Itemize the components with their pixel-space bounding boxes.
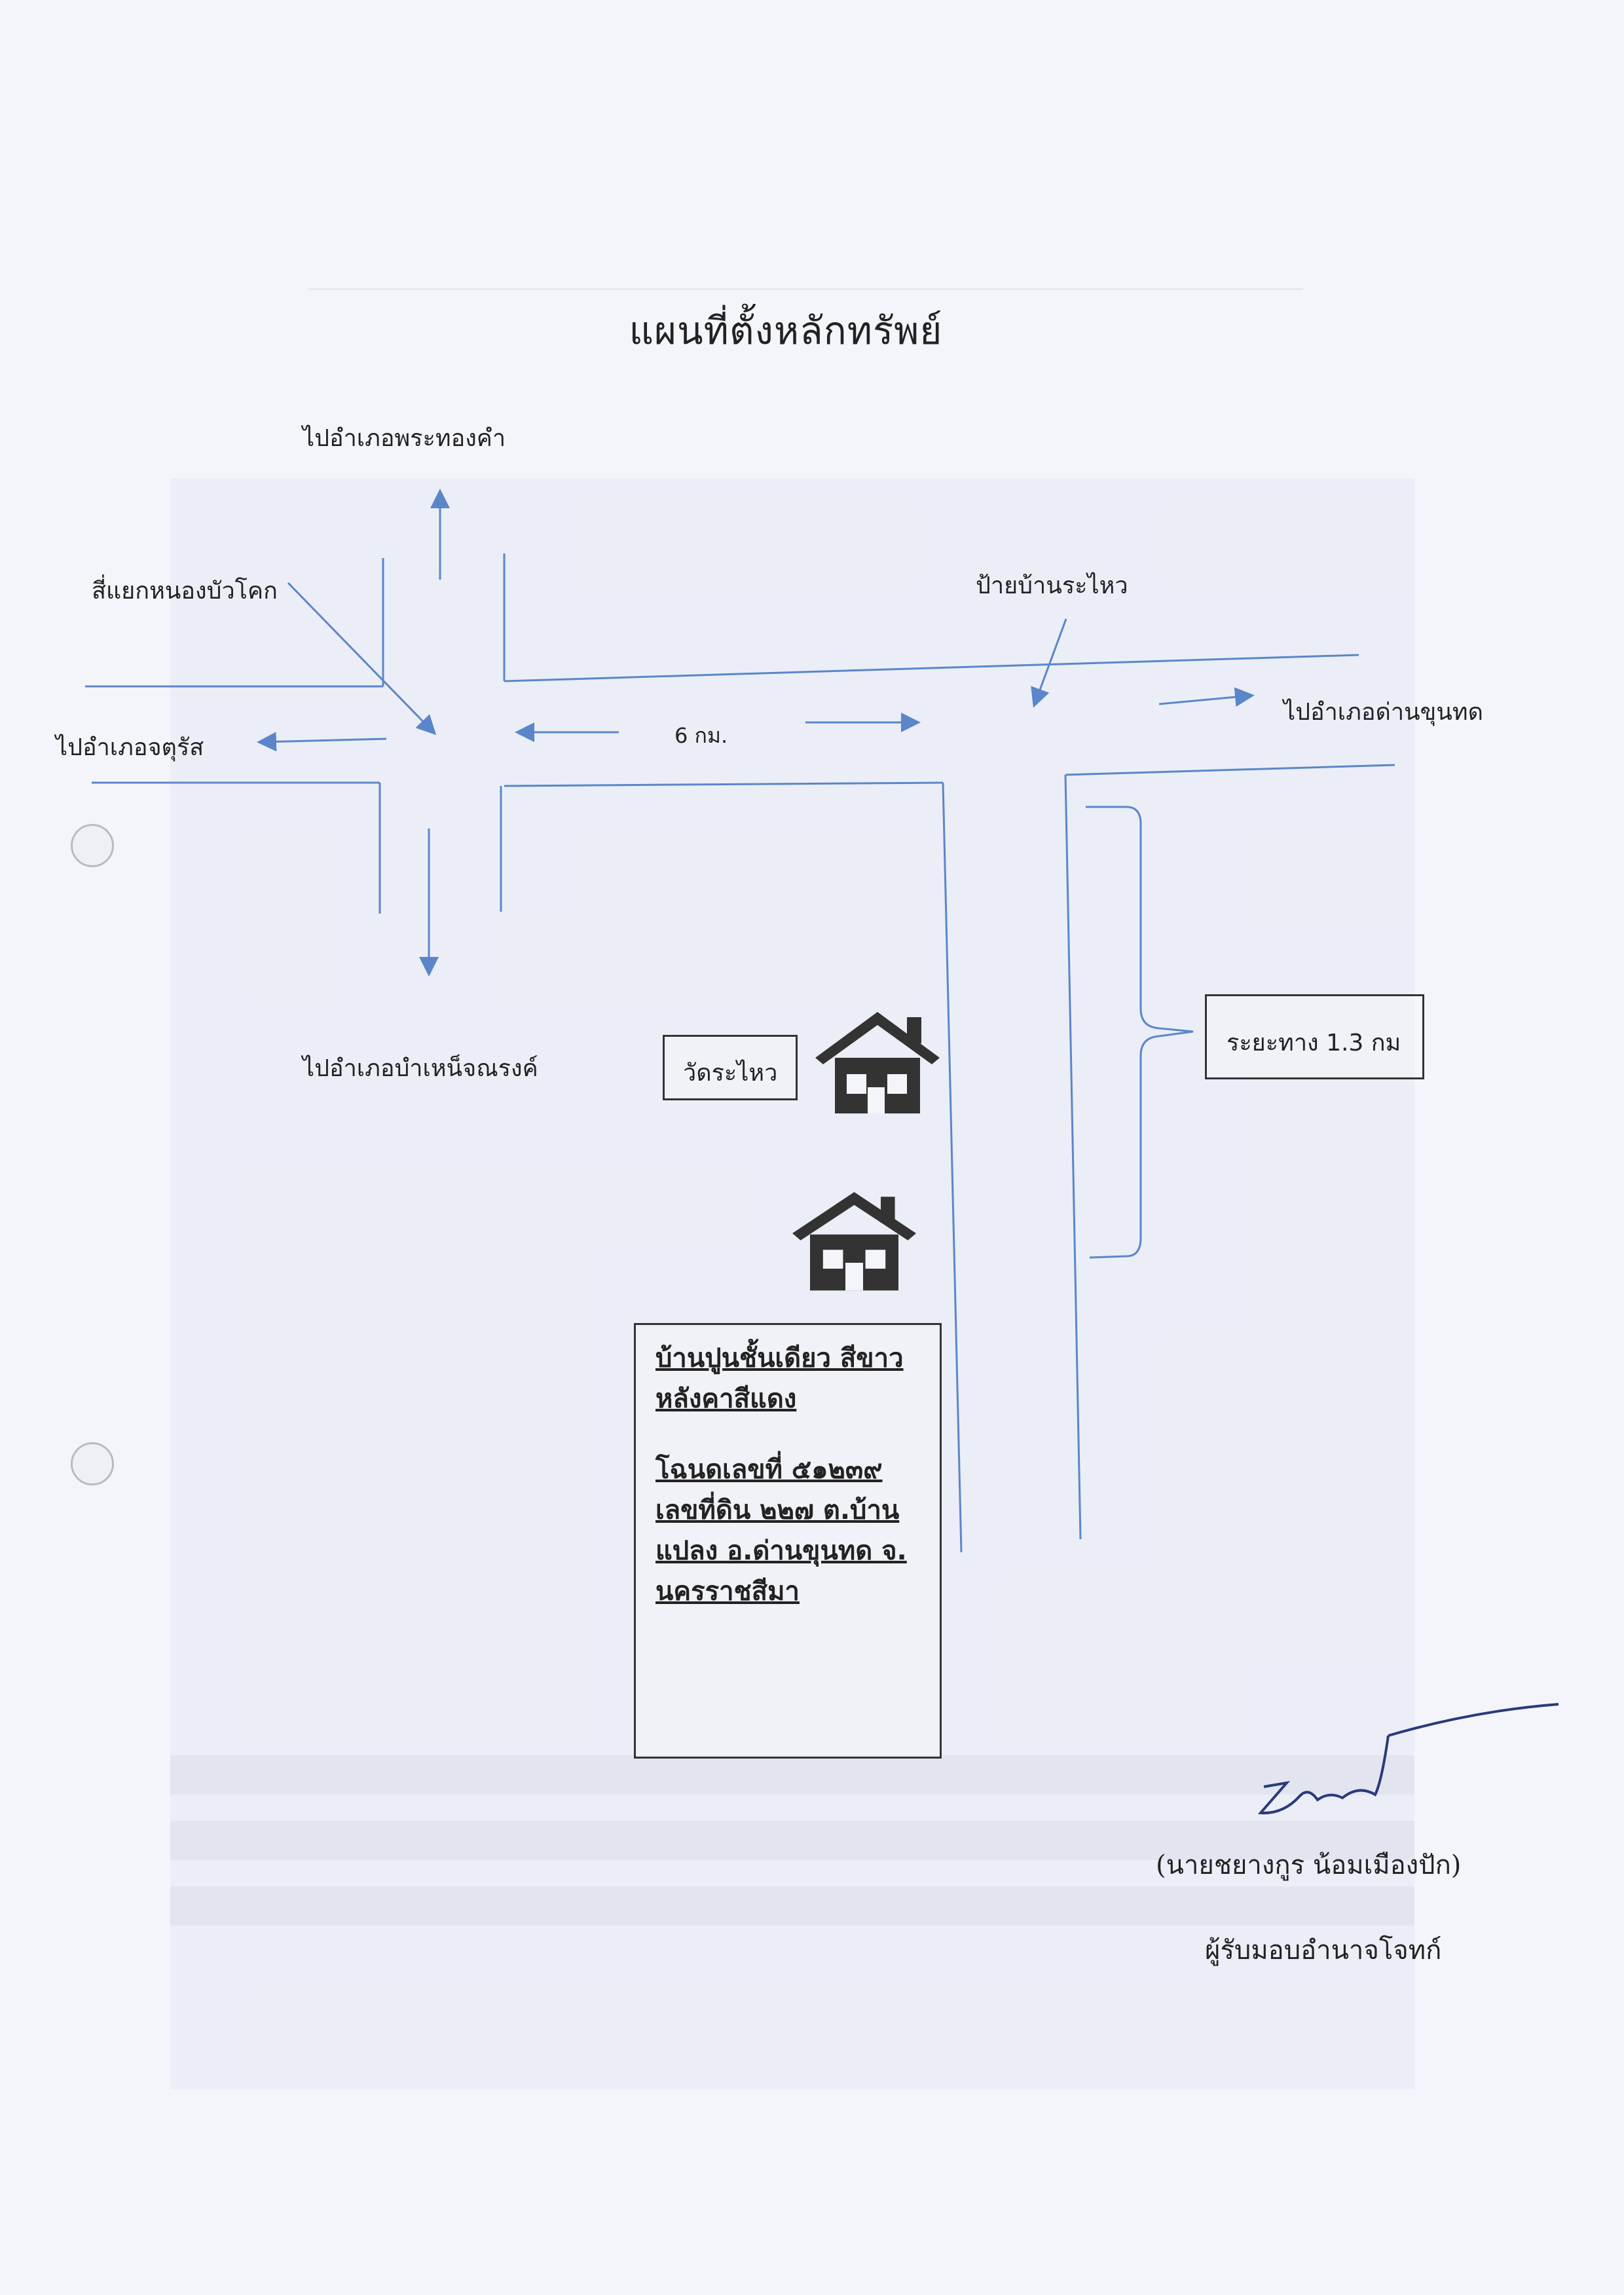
property-province: นครราชสีมา (655, 1577, 800, 1607)
label-to-chakkarat: ไปอำเภอจตุรัส (56, 734, 204, 761)
house-icon (815, 1012, 940, 1113)
signer-role: ผู้รับมอบอำนาจโจทก์ (1205, 1935, 1442, 1966)
faded-background-heading (308, 236, 1303, 290)
punch-hole (71, 824, 114, 867)
house-icon (792, 1192, 916, 1291)
arrow-intersection-pointer (287, 582, 437, 736)
faded-background-image (170, 478, 1414, 2089)
label-distance-6km: 6 กม. (674, 723, 728, 748)
soi-road-right-top (1065, 764, 1395, 776)
property-district: แปลง อ.ด่านขุนทด จ. (655, 1536, 907, 1566)
punch-hole (71, 1442, 114, 1485)
label-to-dan-khun-thot: ไปอำเภอด่านขุนทด (1283, 699, 1483, 726)
property-description: บ้านปูนชั้นเดียว สีขาว (655, 1343, 904, 1373)
arrow-bus-stop-pointer (1031, 618, 1067, 708)
arrow-to-chakkarat (257, 732, 387, 752)
signer-name: (นายชยางกูร น้อมเมืองปัก) (1156, 1850, 1462, 1880)
soi-road-right (1064, 774, 1082, 1540)
faded-background-table-row (170, 1755, 1414, 1795)
property-deed-number: โฉนดเลขที่ ๕๑๒๓๙ (655, 1455, 883, 1485)
property-land-number: เลขที่ดิน ๒๒๗ ต.บ้าน (655, 1495, 900, 1525)
label-intersection: สี่แยกหนองบัวโคก (92, 578, 278, 605)
soi-road-left (942, 782, 963, 1553)
signature-mark (1257, 1703, 1559, 1815)
property-info-box: บ้านปูนชั้นเดียว สีขาว หลังคาสีแดง โฉนดเ… (634, 1323, 942, 1759)
label-bus-stop: ป้ายบ้านระไหว (976, 572, 1128, 599)
distance-brace (1086, 806, 1194, 1259)
map-title: แผนที่ตั้งหลักทรัพย์ (629, 308, 943, 353)
temple-box: วัดระไหว (663, 1035, 798, 1100)
faded-background-table-row (170, 1821, 1414, 1860)
label-to-bamnet-narong: ไปอำเภอบำเหน็จณรงค์ (303, 1055, 538, 1082)
arrow-to-dan-khun-thot (1158, 687, 1255, 707)
main-road-bottom-right (504, 781, 944, 787)
temple-label: วัดระไหว (683, 1060, 778, 1087)
distance-label: ระยะทาง 1.3 กม (1227, 1030, 1401, 1056)
distance-box: ระยะทาง 1.3 กม (1205, 994, 1424, 1079)
property-roof: หลังคาสีแดง (655, 1384, 797, 1414)
faded-background-table-row (170, 1886, 1414, 1926)
main-road-top-right (504, 654, 1359, 682)
label-to-phra-thong-kham: ไปอำเภอพระทองคำ (303, 425, 506, 452)
